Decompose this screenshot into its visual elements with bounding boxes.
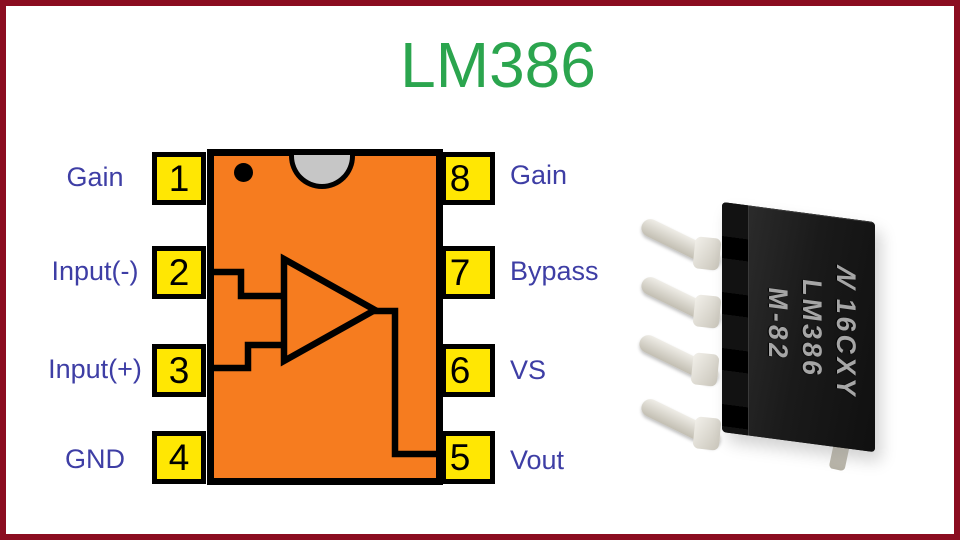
trace-output	[370, 307, 443, 458]
chip-photo-face: N16CXY LM386 M-82	[748, 205, 875, 453]
opamp-symbol	[207, 253, 443, 458]
chip-leg-icon	[638, 396, 724, 450]
pin-7-label: Bypass	[510, 256, 599, 286]
pin-6-label: VS	[510, 355, 547, 385]
ic-body	[207, 149, 443, 485]
chip-marking-line3: M-82	[762, 285, 793, 364]
chip-leg-icon	[638, 274, 724, 328]
chip-leg-icon	[636, 332, 722, 386]
pin-6: 6	[441, 344, 495, 397]
trace-input-minus	[207, 268, 284, 300]
page-title: LM386	[400, 29, 596, 101]
pin-5-label: Vout	[510, 445, 565, 475]
chip-marking: N16CXY LM386 M-82	[761, 211, 863, 446]
chip-photo-body: N16CXY LM386 M-82	[722, 202, 875, 453]
pin-4-label: GND	[65, 444, 125, 474]
opamp-triangle	[280, 253, 382, 367]
pin-2-label: Input(-)	[51, 256, 139, 286]
national-logo-icon: N	[830, 261, 861, 296]
pin-3: 3	[152, 344, 206, 397]
pin-2: 2	[152, 246, 206, 299]
pin-8-label: Gain	[510, 160, 568, 190]
pin-8: 8	[441, 152, 495, 205]
pin-3-label: Input(+)	[48, 354, 142, 384]
chip-marking-line1: N16CXY	[829, 220, 863, 446]
chip-marking-code: 16CXY	[830, 296, 861, 402]
pin1-indicator-dot	[234, 163, 253, 182]
chip-photo-side	[722, 202, 748, 436]
pin-5: 5	[441, 431, 495, 484]
trace-input-plus	[207, 341, 284, 372]
pin-1: 1	[152, 152, 206, 205]
pin-4: 4	[152, 431, 206, 484]
chip-leg-icon	[638, 216, 724, 270]
pin-1-label: Gain	[66, 162, 124, 192]
chip-marking-line2: LM386	[796, 277, 827, 381]
pin-7: 7	[441, 246, 495, 299]
chip-photo: N16CXY LM386 M-82	[610, 190, 955, 505]
